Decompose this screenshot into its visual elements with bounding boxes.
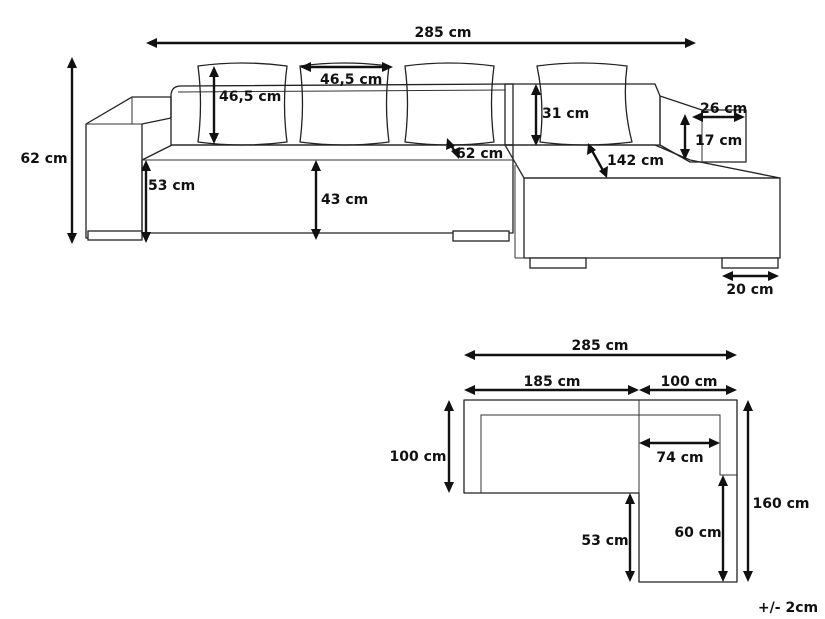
label-armrest-seat-height: 53 cm	[148, 178, 195, 194]
label-top-overall-width: 285 cm	[572, 338, 629, 354]
front-view-dimensions	[67, 38, 779, 281]
label-cushion-height: 46,5 cm	[219, 89, 281, 105]
left-armrest	[85, 96, 172, 239]
cushion-4	[536, 62, 633, 146]
label-cushion-width: 46,5 cm	[320, 72, 382, 88]
label-leg-width: 20 cm	[726, 282, 773, 298]
top-view-outline	[463, 399, 738, 583]
label-armrest-width: 26 cm	[700, 101, 747, 117]
cushion-2	[299, 62, 390, 146]
chaise-foot-left	[529, 257, 587, 269]
top-view-inner-line	[480, 414, 737, 493]
label-chaise-extension-outer: 53 cm	[581, 533, 628, 549]
label-chaise-inner-width: 74 cm	[656, 450, 703, 466]
label-total-depth: 160 cm	[753, 496, 810, 512]
cushion-1	[197, 62, 288, 146]
label-chaise-depth: 142 cm	[607, 153, 664, 169]
label-seat-height: 43 cm	[321, 192, 368, 208]
label-main-section-width: 185 cm	[524, 374, 581, 390]
top-view-dimensions	[444, 350, 753, 582]
top-view-drawing	[463, 399, 738, 583]
label-overall-height: 62 cm	[20, 151, 67, 167]
label-overall-width: 285 cm	[415, 25, 472, 41]
cushion-3	[404, 62, 495, 146]
left-foot	[87, 230, 143, 241]
backrest	[170, 83, 514, 146]
front-view-drawing	[85, 62, 781, 269]
label-seat-depth: 62 cm	[456, 146, 503, 162]
top-view-labels: 285 cm 185 cm 100 cm 100 cm 74 cm 160 cm…	[390, 338, 819, 616]
label-chaise-section-width: 100 cm	[661, 374, 718, 390]
seat-base	[141, 144, 514, 234]
label-armrest-height: 17 cm	[695, 133, 742, 149]
chaise-foot-right	[721, 257, 779, 269]
middle-foot	[452, 230, 510, 242]
label-tolerance: +/- 2cm	[758, 600, 818, 616]
front-view-labels: 285 cm 62 cm 53 cm 43 cm 46,5 cm 46,5 cm…	[20, 25, 773, 298]
label-backrest-height: 31 cm	[542, 106, 589, 122]
label-main-depth: 100 cm	[390, 449, 447, 465]
label-chaise-extension-inner: 60 cm	[674, 525, 721, 541]
chaise-front	[523, 177, 781, 259]
